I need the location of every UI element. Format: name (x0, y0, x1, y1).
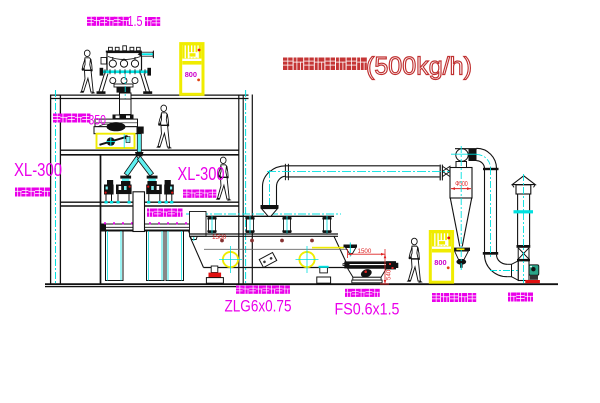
svg-text:1500: 1500 (358, 248, 372, 255)
svg-text:XL-300: XL-300 (14, 159, 62, 180)
svg-text:ZLG6x0.75: ZLG6x0.75 (225, 297, 292, 316)
svg-text:350: 350 (89, 113, 107, 128)
svg-text:1.5: 1.5 (128, 14, 143, 30)
svg-text:1500: 1500 (212, 234, 227, 241)
svg-text:540: 540 (385, 269, 392, 280)
svg-text:(500kg/h): (500kg/h) (366, 53, 472, 81)
svg-text:Φ500: Φ500 (455, 181, 468, 188)
svg-text:XL-300: XL-300 (178, 163, 225, 184)
svg-text:FS0.6x1.5: FS0.6x1.5 (335, 300, 400, 319)
